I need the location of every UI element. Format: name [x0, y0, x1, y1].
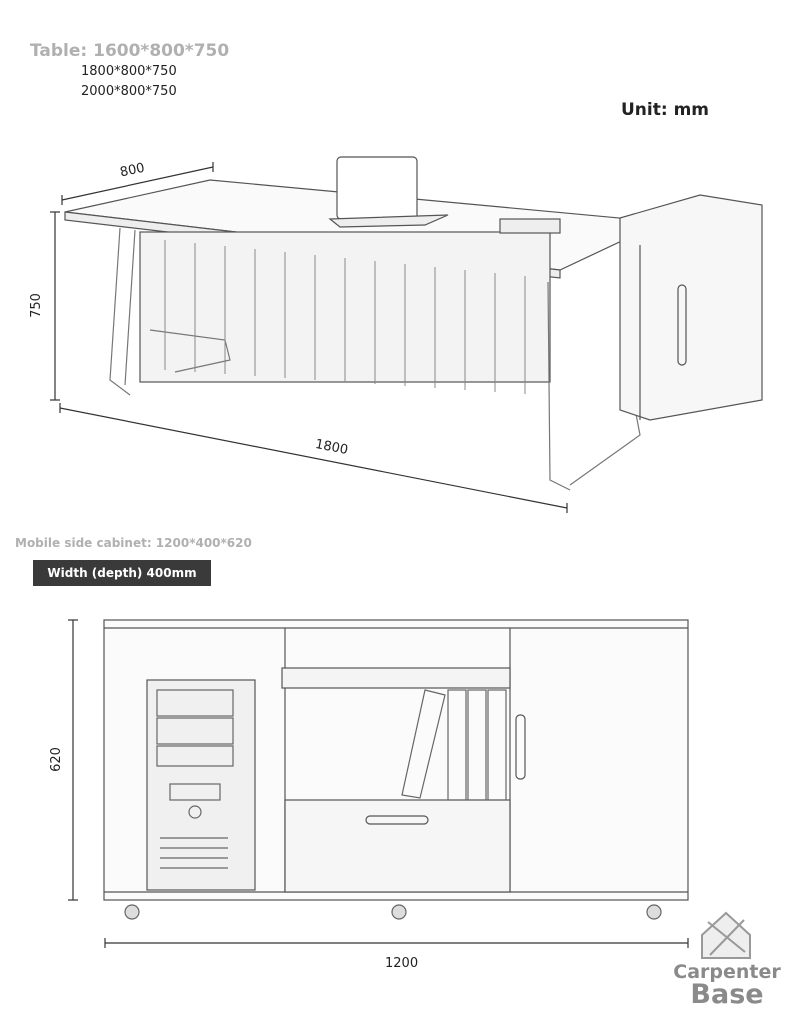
logo-line2: Base: [690, 979, 764, 1010]
table-size-option: 1800*800*750: [81, 64, 177, 79]
table-size-title: Table: 1600*800*750: [30, 41, 230, 61]
logo-house-icon: [701, 911, 751, 959]
cabinet-size-title: Mobile side cabinet: 1200*400*620: [15, 536, 252, 550]
cabinet-dimension-lines: [68, 619, 689, 948]
table-size-option: 2000*800*750: [81, 84, 177, 99]
logo-line1: Carpenter: [673, 961, 781, 983]
depth-badge: Width (depth) 400mm: [33, 560, 211, 586]
desk-dimension-lines: [50, 162, 568, 513]
desk-height-label: 750: [28, 293, 44, 318]
brand-logo: Carpenter Base: [672, 962, 782, 1008]
cabinet-width-label: 1200: [385, 956, 419, 971]
cabinet-height-label: 620: [48, 747, 64, 772]
unit-label: Unit: mm: [621, 100, 710, 120]
cabinet-illustration: [103, 619, 689, 920]
desk-illustration: [64, 156, 763, 491]
